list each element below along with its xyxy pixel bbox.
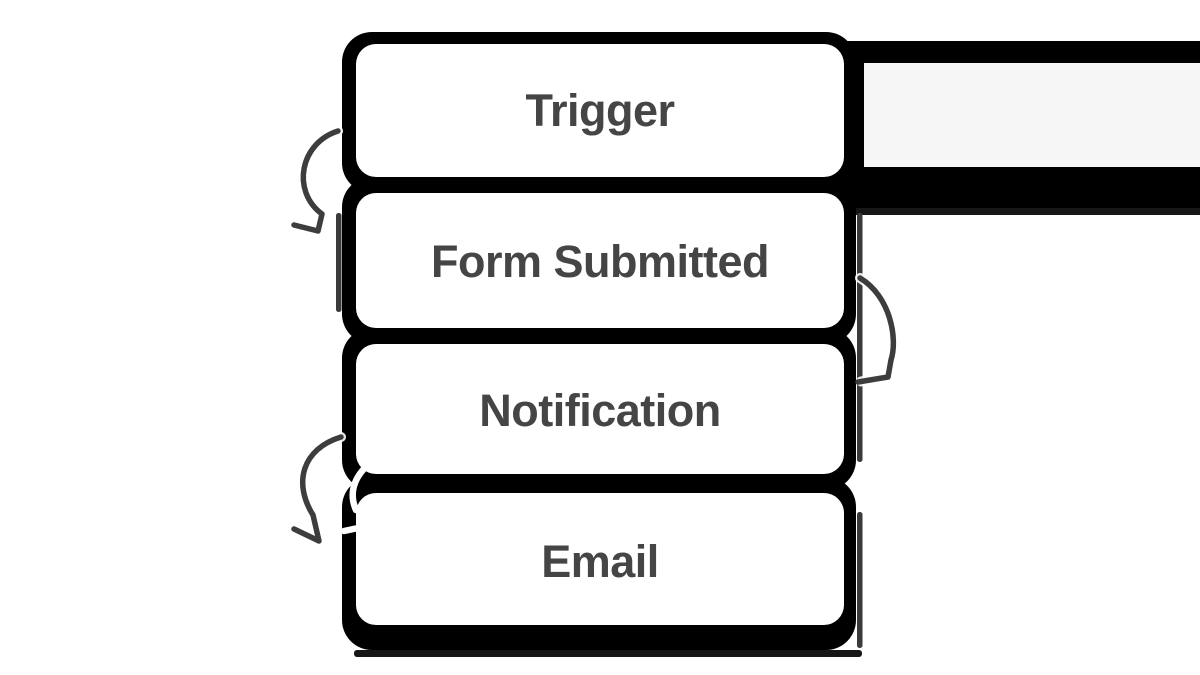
node-label: Email (541, 536, 659, 587)
node-trigger[interactable]: Trigger (342, 32, 856, 193)
top-right-panel (864, 63, 1200, 167)
right-shadow-line-upper (857, 213, 863, 462)
arrow-trigger-to-form-submitted (289, 126, 343, 236)
node-body[interactable] (356, 493, 844, 625)
node-label: Notification (479, 385, 720, 436)
node-notification[interactable]: Notification (342, 328, 856, 490)
band-shadow-strip (852, 208, 1200, 215)
node-body[interactable] (356, 344, 844, 474)
white-connector-curve (349, 457, 377, 514)
arrow-notification-to-email (289, 432, 346, 546)
right-shadow-line-lower (857, 512, 863, 648)
arrow-white-connector (340, 457, 377, 535)
node-email[interactable]: Email (342, 477, 856, 650)
arrow-stroke (291, 128, 341, 234)
node-body[interactable] (356, 193, 844, 328)
node-form-submitted[interactable]: Form Submitted (342, 177, 856, 344)
left-shadow-line (336, 213, 342, 312)
white-connector-dash (340, 523, 367, 535)
bottom-shadow-strip (354, 650, 862, 657)
node-label: Form Submitted (431, 236, 769, 287)
node-label: Trigger (525, 85, 674, 136)
arrow-form-submitted-to-notification (853, 273, 899, 387)
node-body[interactable] (356, 44, 844, 177)
arrow-stroke (291, 434, 344, 544)
arrow-stroke (855, 275, 897, 385)
